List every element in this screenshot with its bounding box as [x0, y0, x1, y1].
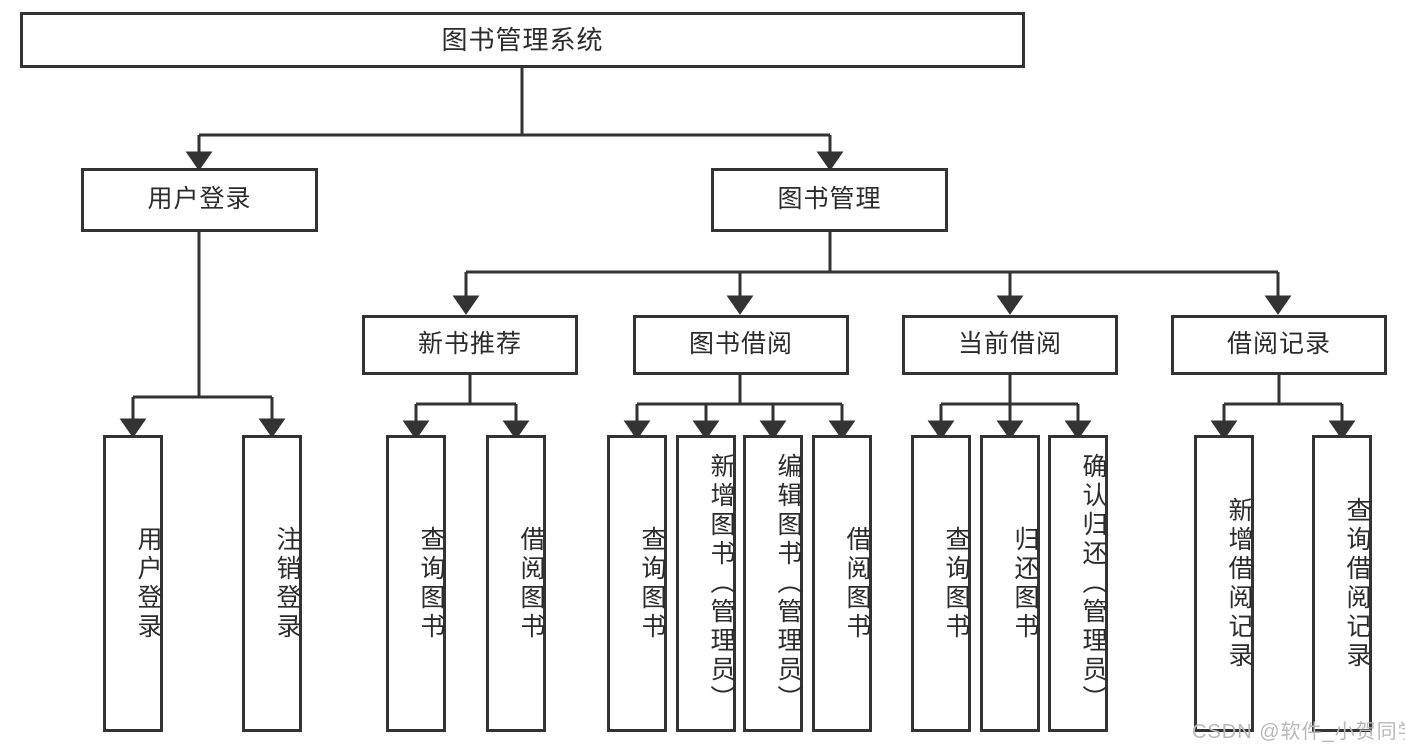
leaf-current-return-book[interactable]: 归还图书 — [980, 435, 1040, 732]
node-label: 当前借阅 — [957, 330, 1062, 359]
node-root-system[interactable]: 图书管理系统 — [20, 12, 1025, 68]
csdn-watermark: CSDN @软件_小贺同学 — [1192, 721, 1405, 743]
node-new-book-recommend[interactable]: 新书推荐 — [362, 315, 578, 375]
node-label: 新增图书（管理员） — [707, 453, 735, 714]
node-label: 新书推荐 — [417, 330, 522, 359]
node-label: 查询图书 — [942, 525, 970, 642]
node-label: 查询图书 — [638, 525, 666, 642]
node-label: 用户登录 — [134, 525, 162, 642]
node-book-management[interactable]: 图书管理 — [711, 168, 948, 232]
node-label: 借阅记录 — [1226, 330, 1331, 359]
leaf-recommend-query-book[interactable]: 查询图书 — [386, 435, 446, 732]
node-label: 归还图书 — [1011, 525, 1039, 642]
node-label: 确认归还（管理员） — [1079, 453, 1107, 714]
node-label: 用户登录 — [147, 185, 252, 214]
node-label: 注销登录 — [273, 525, 301, 642]
node-current-borrow[interactable]: 当前借阅 — [902, 315, 1118, 375]
leaf-recommend-borrow-book[interactable]: 借阅图书 — [486, 435, 546, 732]
node-book-borrow[interactable]: 图书借阅 — [633, 315, 849, 375]
node-label: 借阅图书 — [843, 525, 871, 642]
node-label: 图书借阅 — [688, 330, 793, 359]
leaf-current-query-book[interactable]: 查询图书 — [911, 435, 971, 732]
leaf-current-confirm-return-admin[interactable]: 确认归还（管理员） — [1048, 435, 1108, 732]
leaf-borrow-add-book-admin[interactable]: 新增图书（管理员） — [676, 435, 736, 732]
node-label: 借阅图书 — [517, 525, 545, 642]
node-label: 新增借阅记录 — [1225, 496, 1253, 671]
leaf-record-add-record[interactable]: 新增借阅记录 — [1194, 435, 1254, 732]
leaf-record-query-record[interactable]: 查询借阅记录 — [1312, 435, 1372, 732]
leaf-borrow-borrow-book[interactable]: 借阅图书 — [812, 435, 872, 732]
node-label: 查询图书 — [417, 525, 445, 642]
node-user-login[interactable]: 用户登录 — [81, 168, 318, 232]
node-label: 图书管理 — [777, 185, 882, 214]
leaf-borrow-edit-book-admin[interactable]: 编辑图书（管理员） — [743, 435, 803, 732]
leaf-user-login-signout[interactable]: 注销登录 — [242, 435, 302, 732]
node-label: 编辑图书（管理员） — [774, 453, 802, 714]
node-label: 查询借阅记录 — [1343, 496, 1371, 671]
node-label: 图书管理系统 — [441, 24, 604, 55]
leaf-borrow-query-book[interactable]: 查询图书 — [607, 435, 667, 732]
node-borrow-record[interactable]: 借阅记录 — [1171, 315, 1387, 375]
leaf-user-login-signin[interactable]: 用户登录 — [103, 435, 163, 732]
